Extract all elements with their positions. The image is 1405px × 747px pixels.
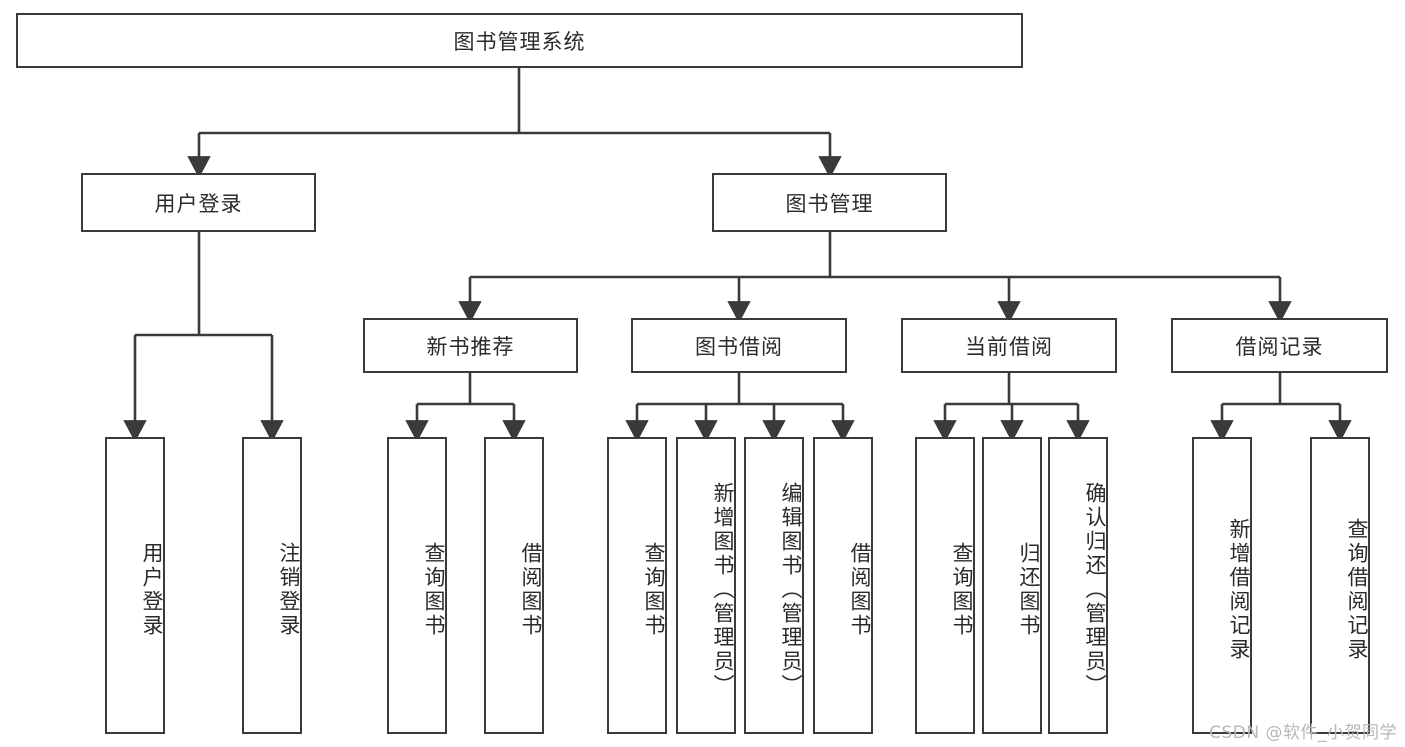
- node-root-system[interactable]: 图书管理系统: [16, 13, 1023, 68]
- leaf-user-login[interactable]: 用户登录: [105, 437, 165, 734]
- node-user-login[interactable]: 用户登录: [81, 173, 316, 232]
- leaf-logout-label: 注销登录: [277, 541, 301, 638]
- leaf-return-book-label: 归还图书: [1017, 541, 1041, 638]
- node-book-borrow[interactable]: 图书借阅: [631, 318, 847, 373]
- leaf-confirm-return-admin[interactable]: 确认归还（管理员）: [1048, 437, 1108, 734]
- node-book-borrow-label: 图书借阅: [695, 334, 783, 359]
- node-root-system-label: 图书管理系统: [453, 29, 586, 54]
- leaf-add-borrow-record-label: 新增借阅记录: [1227, 517, 1251, 662]
- node-current-borrow-label: 当前借阅: [965, 334, 1053, 359]
- node-current-borrow[interactable]: 当前借阅: [901, 318, 1117, 373]
- leaf-user-login-label: 用户登录: [140, 541, 164, 638]
- leaf-add-book-admin-label: 新增图书（管理员）: [711, 481, 735, 698]
- leaf-query-borrow-record[interactable]: 查询借阅记录: [1310, 437, 1370, 734]
- leaf-borrow-book-recommend-label: 借阅图书: [519, 541, 543, 638]
- leaf-confirm-return-admin-label: 确认归还（管理员）: [1083, 481, 1107, 698]
- node-user-login-label: 用户登录: [154, 191, 243, 216]
- node-new-book-recommend[interactable]: 新书推荐: [363, 318, 578, 373]
- leaf-add-borrow-record[interactable]: 新增借阅记录: [1192, 437, 1252, 734]
- leaf-logout[interactable]: 注销登录: [242, 437, 302, 734]
- leaf-query-book-borrow[interactable]: 查询图书: [607, 437, 667, 734]
- leaf-edit-book-admin[interactable]: 编辑图书（管理员）: [744, 437, 804, 734]
- leaf-return-book[interactable]: 归还图书: [982, 437, 1042, 734]
- leaf-borrow-book[interactable]: 借阅图书: [813, 437, 873, 734]
- node-borrow-records[interactable]: 借阅记录: [1171, 318, 1388, 373]
- node-borrow-records-label: 借阅记录: [1235, 334, 1324, 359]
- leaf-query-book-recommend[interactable]: 查询图书: [387, 437, 447, 734]
- leaf-edit-book-admin-label: 编辑图书（管理员）: [779, 481, 803, 698]
- leaf-query-book-current-label: 查询图书: [950, 541, 974, 638]
- leaf-borrow-book-label: 借阅图书: [848, 541, 872, 638]
- leaf-query-book-current[interactable]: 查询图书: [915, 437, 975, 734]
- node-new-book-recommend-label: 新书推荐: [426, 334, 515, 359]
- leaf-add-book-admin[interactable]: 新增图书（管理员）: [676, 437, 736, 734]
- node-book-management-label: 图书管理: [785, 191, 874, 216]
- node-book-management[interactable]: 图书管理: [712, 173, 947, 232]
- leaf-borrow-book-recommend[interactable]: 借阅图书: [484, 437, 544, 734]
- leaf-query-book-recommend-label: 查询图书: [422, 541, 446, 638]
- leaf-query-book-borrow-label: 查询图书: [642, 541, 666, 638]
- leaf-query-borrow-record-label: 查询借阅记录: [1345, 517, 1369, 662]
